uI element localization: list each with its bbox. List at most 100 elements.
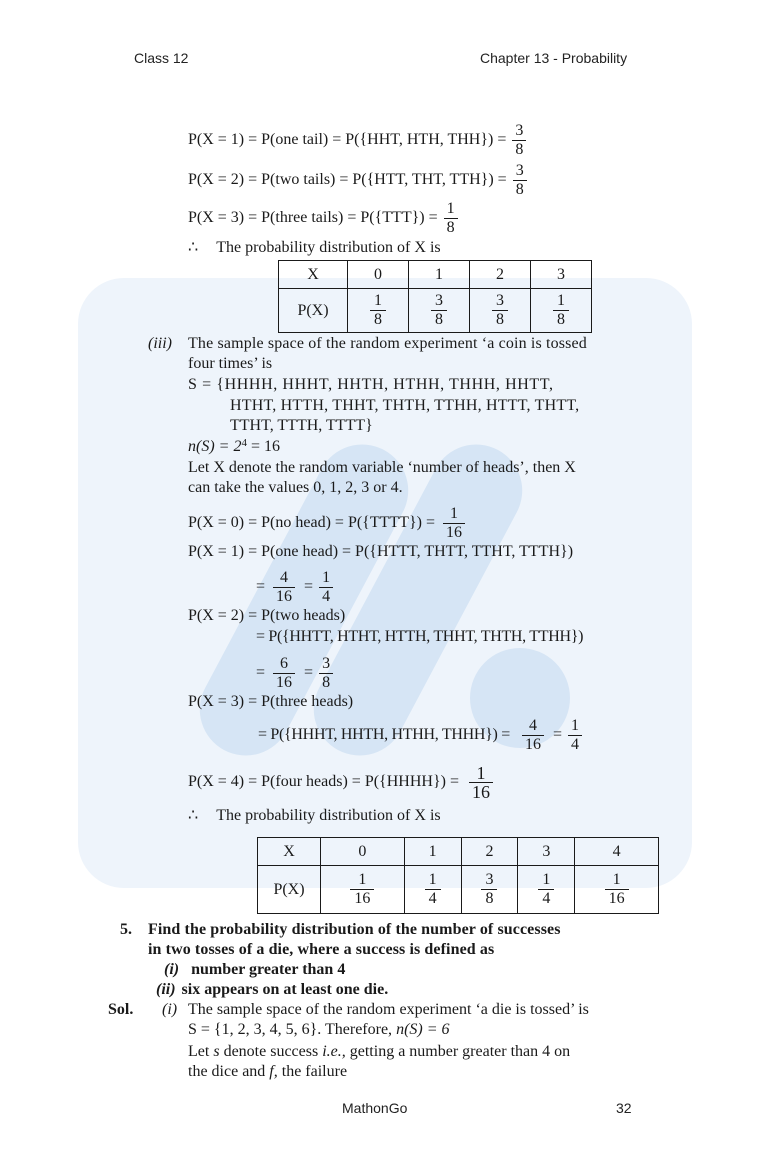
solution-text: the dice and <box>188 1063 270 1080</box>
fraction-denominator: 8 <box>319 672 334 692</box>
fraction-denominator: 8 <box>431 310 447 329</box>
p3-fraction-2: 1 4 <box>567 717 582 754</box>
p3-fraction-1: 4 16 <box>521 716 544 754</box>
fraction-numerator: 1 <box>557 292 565 309</box>
footer-brand: MathonGo <box>342 1100 408 1116</box>
page-number: 32 <box>616 1100 632 1116</box>
ns-result: = 16 <box>246 438 280 455</box>
fraction-numerator: 1 <box>428 871 437 888</box>
p0-line: P(X = 0) = P(no head) = P({TTTT}) = 1 16 <box>188 502 468 544</box>
fraction-numerator: 3 <box>515 161 524 179</box>
ns-exponent: 4 <box>241 437 247 449</box>
p-x3-line: P(X = 3) = P(three tails) = P({TTT}) = 1… <box>188 196 461 240</box>
part-iii-intro-1: The sample space of the random experimen… <box>188 335 587 352</box>
table-cell-x: 2 <box>469 260 531 289</box>
p3-set-text: = P({HHHT, HHTH, HTHH, THHH}) = <box>258 726 510 743</box>
sample-space-line-1: S = {HHHH, HHHT, HHTH, HTHH, THHH, HHTT, <box>188 376 554 393</box>
fraction-denominator: 8 <box>492 310 508 329</box>
table-header-x: X <box>257 837 321 866</box>
fraction-denominator: 16 <box>273 672 296 692</box>
solution-ns: n(S) = 6 <box>396 1021 450 1038</box>
fraction-denominator: 4 <box>567 734 582 754</box>
p-x2-text: P(X = 2) = P(two tails) = P({HTT, THT, T… <box>188 171 507 188</box>
solution-part-i-label: (i) <box>162 1001 178 1018</box>
table-cell-x: 3 <box>530 260 592 289</box>
p2-set-line: = P({HHTT, HTHT, HTTH, THHT, THTH, TTHH}… <box>256 628 584 645</box>
question-part-ii-label: (ii) <box>156 981 176 998</box>
p0-text: P(X = 0) = P(no head) = P({TTTT}) = <box>188 514 435 531</box>
solution-variable-s: s <box>213 1043 220 1060</box>
equals-sign: = <box>256 578 266 595</box>
fraction-denominator: 16 <box>442 522 465 542</box>
question-number: 5. <box>120 921 132 938</box>
fraction-denominator: 8 <box>481 889 498 908</box>
fraction-numerator: 1 <box>322 568 331 586</box>
solution-line-3: Let s denote success i.e., getting a num… <box>188 1042 570 1062</box>
let-line-2: can take the values 0, 1, 2, 3 or 4. <box>188 479 403 496</box>
fraction-denominator: 4 <box>319 586 334 606</box>
fraction-denominator: 4 <box>424 889 441 908</box>
solution-text: the failure <box>277 1063 348 1080</box>
p4-fraction: 1 16 <box>468 762 493 801</box>
fraction-denominator: 16 <box>604 889 629 908</box>
header-chapter: Chapter 13 - Probability <box>480 50 628 66</box>
watermark-dot <box>470 648 570 748</box>
table-header-x: X <box>278 260 348 289</box>
solution-text: Let <box>188 1043 214 1060</box>
solution-ie: i.e., <box>322 1043 346 1060</box>
fraction-denominator: 16 <box>521 734 544 754</box>
p-x2-line: P(X = 2) = P(two tails) = P({HTT, THT, T… <box>188 158 530 202</box>
fraction-numerator: 3 <box>435 292 443 309</box>
table-cell-x: 1 <box>408 260 470 289</box>
table-cell-x: 3 <box>517 837 576 866</box>
p3-line: P(X = 3) = P(three heads) <box>188 693 354 710</box>
sample-space-line-2: HTHT, HTTH, THHT, THTH, TTHH, HTTT, THTT… <box>230 397 580 414</box>
solution-line-2-text: S = {1, 2, 3, 4, 5, 6}. Therefore, <box>188 1021 397 1038</box>
table-cell-x: 4 <box>574 837 659 866</box>
part-iii-label: (iii) <box>148 335 172 352</box>
fraction-numerator: 1 <box>446 199 455 217</box>
fraction-denominator: 8 <box>370 310 386 329</box>
table-cell-x: 0 <box>347 260 409 289</box>
equals-sign: = <box>552 726 562 743</box>
ns-line: n(S) = 2 4 = 16 <box>188 437 280 457</box>
question-line-1: Find the probability distribution of the… <box>148 921 561 938</box>
p1-fraction-2: 1 4 <box>319 568 334 606</box>
p1-line: P(X = 1) = P(one head) = P({HTTT, THTT, … <box>188 543 574 560</box>
table-header-px: P(X) <box>257 865 321 914</box>
question-part-i-label: (i) <box>164 961 180 978</box>
fraction-numerator: 1 <box>476 762 486 783</box>
distribution-intro-text: The probability distribution of X is <box>216 807 441 824</box>
fraction-numerator: 1 <box>612 871 621 888</box>
p2-fraction-1: 6 16 <box>273 654 296 692</box>
solution-line-1: The sample space of the random experimen… <box>188 1001 589 1018</box>
p-x3-fraction: 1 8 <box>443 199 458 237</box>
p2-fraction-2: 3 8 <box>319 654 334 692</box>
fraction-denominator: 8 <box>512 139 527 159</box>
solution-label: Sol. <box>108 1001 134 1018</box>
p-x1-line: P(X = 1) = P(one tail) = P({HHT, HTH, TH… <box>188 118 529 162</box>
let-line-1: Let X denote the random variable ‘number… <box>188 459 576 476</box>
fraction-numerator: 6 <box>280 654 289 672</box>
fraction-denominator: 4 <box>538 889 555 908</box>
equals-sign: = <box>304 578 314 595</box>
p-x2-fraction: 3 8 <box>512 161 527 199</box>
fraction-numerator: 4 <box>528 716 537 734</box>
fraction-numerator: 1 <box>358 871 367 888</box>
fraction-denominator: 8 <box>512 179 527 199</box>
part-iii-intro-2: four times’ is <box>188 355 273 372</box>
fraction-numerator: 3 <box>322 654 331 672</box>
p2-line: P(X = 2) = P(two heads) <box>188 607 346 624</box>
question-line-2: in two tosses of a die, where a success … <box>148 941 495 958</box>
table-cell-x: 1 <box>403 837 462 866</box>
fraction-denominator: 16 <box>273 586 296 606</box>
p1-result-line: = 4 16 = 1 4 <box>256 566 336 608</box>
